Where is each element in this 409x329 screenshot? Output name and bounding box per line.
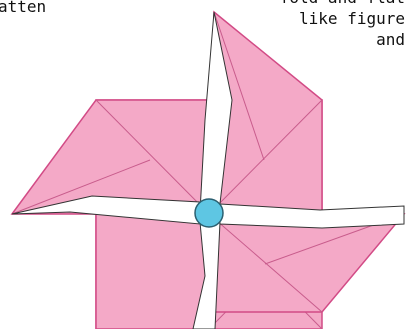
pinwheel-flap-bottom [96, 214, 209, 329]
center-pin [195, 199, 223, 227]
pinwheel-flap-right [209, 214, 404, 312]
